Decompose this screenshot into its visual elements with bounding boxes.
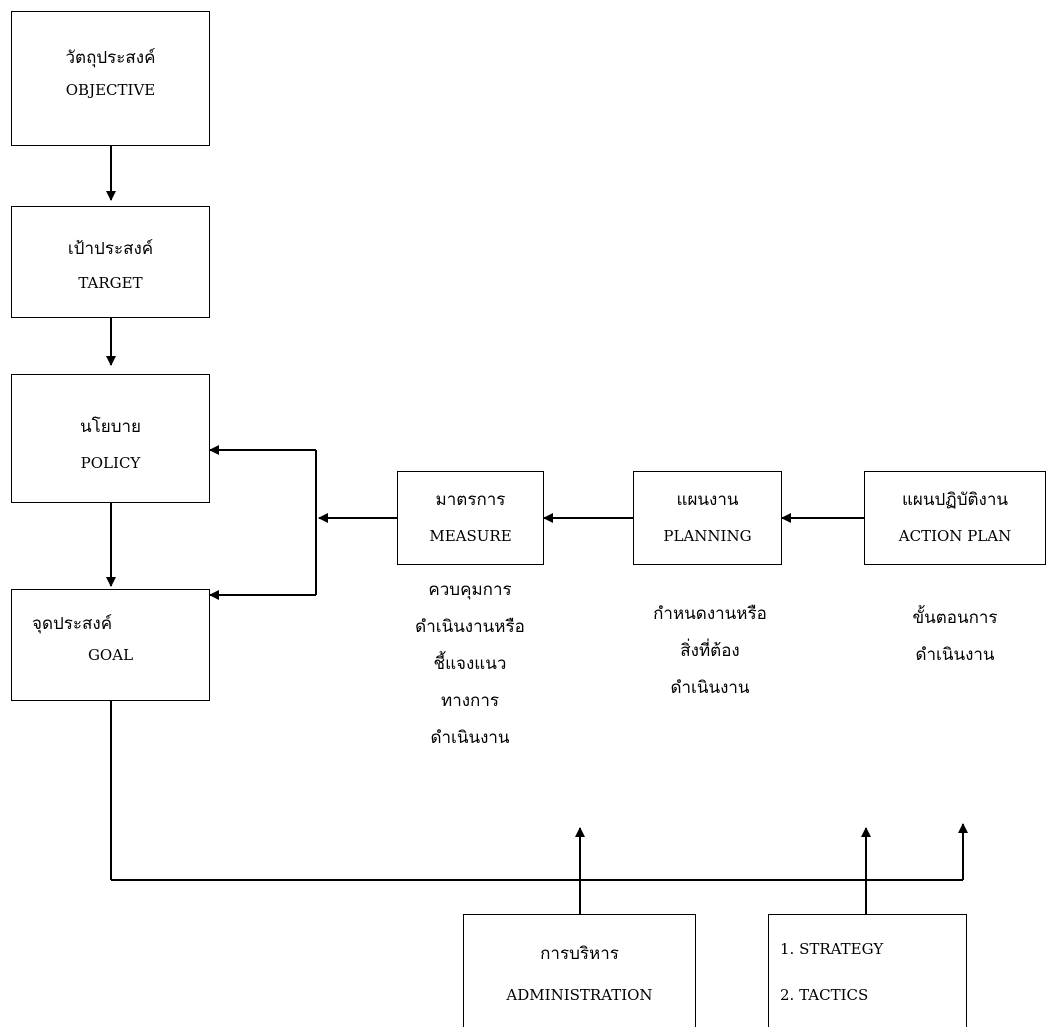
planning-note-line: สิ่งที่ต้อง [680, 641, 740, 661]
goal-box: จุดประสงค์ GOAL [11, 589, 210, 701]
objective-thai-label: วัตถุประสงค์ [65, 48, 156, 68]
action-plan-note-line: ดำเนินงาน [915, 645, 995, 665]
target-box: เป้าประสงค์ TARGET [11, 206, 210, 318]
strategy-line-1: 1. STRATEGY [780, 940, 884, 958]
target-thai-label: เป้าประสงค์ [67, 239, 154, 259]
administration-box [463, 914, 696, 1027]
measure-note-line: ดำเนินงานหรือ [415, 617, 525, 637]
planning-notes: กำหนดงานหรือ สิ่งที่ต้อง ดำเนินงาน [610, 596, 810, 707]
measure-box: มาตรการ MEASURE [397, 471, 544, 565]
policy-english-label: POLICY [80, 454, 141, 472]
strategy-box [768, 914, 967, 1027]
measure-notes: ควบคุมการ ดำเนินงานหรือ ชี้แจงแนว ทางการ… [370, 572, 570, 757]
action-plan-note-line: ขั้นตอนการ [912, 608, 998, 628]
measure-note-line: ทางการ [440, 691, 500, 711]
action-plan-box: แผนปฏิบัติงาน ACTION PLAN [864, 471, 1046, 565]
target-english-label: TARGET [78, 274, 143, 292]
measure-note-line: ดำเนินงาน [430, 728, 510, 748]
measure-thai-label: มาตรการ [435, 490, 506, 510]
objective-english-label: OBJECTIVE [65, 81, 156, 99]
action-plan-english-label: ACTION PLAN [898, 527, 1012, 545]
planning-thai-label: แผนงาน [676, 490, 739, 510]
planning-note-line: ดำเนินงาน [670, 678, 750, 698]
goal-thai-label: จุดประสงค์ [32, 614, 113, 634]
action-plan-thai-label: แผนปฏิบัติงาน [901, 490, 1009, 510]
objective-box: วัตถุประสงค์ OBJECTIVE [11, 11, 210, 146]
administration-label-th: การบริหาร [540, 944, 619, 964]
measure-english-label: MEASURE [429, 527, 512, 545]
measure-note-line: ชี้แจงแนว [433, 654, 507, 674]
administration-label-en: ADMINISTRATION [506, 986, 653, 1004]
action-plan-notes: ขั้นตอนการ ดำเนินงาน [855, 600, 1055, 674]
measure-note-line: ควบคุมการ [428, 580, 512, 600]
planning-box: แผนงาน PLANNING [633, 471, 782, 565]
policy-box: นโยบาย POLICY [11, 374, 210, 503]
tactics-line-2: 2. TACTICS [780, 986, 869, 1004]
planning-note-line: กำหนดงานหรือ [653, 604, 767, 624]
policy-thai-label: นโยบาย [79, 417, 141, 437]
planning-english-label: PLANNING [663, 527, 752, 545]
goal-english-label: GOAL [87, 646, 134, 664]
